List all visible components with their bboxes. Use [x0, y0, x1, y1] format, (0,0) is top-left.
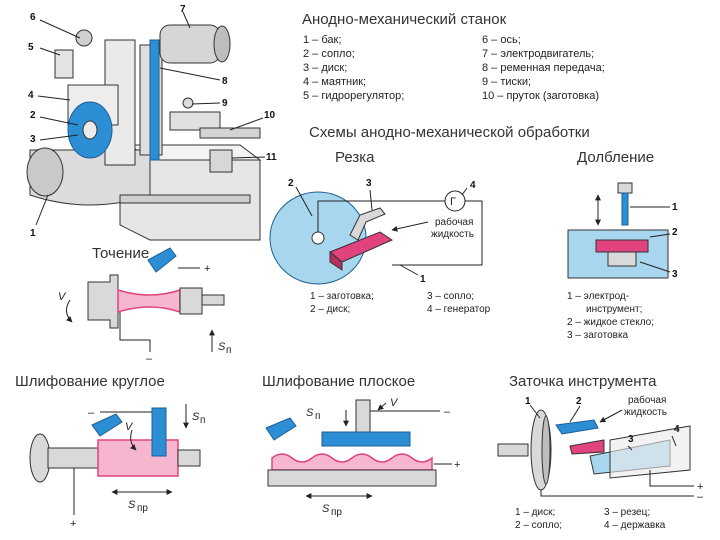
legend-item: 3 – диск; [303, 62, 347, 74]
machine-illustration [26, 11, 266, 241]
legend-item: 1 – диск; [515, 507, 555, 518]
legend-item: инструмент; [586, 304, 642, 315]
sharpening-num-4: 4 [674, 424, 680, 435]
turning-scheme: V + – S п [58, 247, 231, 365]
legend-item: 2 – диск; [310, 304, 350, 315]
machine-callout-7: 7 [180, 4, 186, 15]
flat-grinding-scheme: S п V – + S пр [265, 397, 460, 518]
legend-item: 3 – сопло; [427, 291, 474, 302]
legend-item: 4 – державка [604, 520, 666, 531]
round-grinding-feed-top: S [192, 411, 200, 423]
legend-item: 1 – бак; [303, 34, 341, 46]
turning-title: Точение [92, 245, 149, 262]
legend-item: 9 – тиски; [482, 76, 531, 88]
legend-item: 1 – заготовка; [310, 291, 374, 302]
turning-v: V [58, 291, 67, 303]
schemes-title: Схемы анодно-механической обработки [309, 124, 590, 141]
machine-legend: 1 – бак; 2 – сопло; 3 – диск; 4 – маятни… [303, 34, 605, 102]
sharpening-plus: + [697, 481, 703, 493]
cutting-scheme: Г рабочая жидкость 2 3 1 4 [269, 178, 483, 285]
sharpening-fluid-label: жидкость [624, 407, 667, 418]
machine-title: Анодно-механический станок [302, 11, 507, 28]
sharpening-num-1: 1 [525, 396, 531, 407]
chiseling-num-2: 2 [672, 227, 678, 238]
flat-grinding-feed-top: S [306, 407, 314, 419]
legend-item: 1 – электрод- [567, 291, 629, 302]
cutting-num-4: 4 [470, 180, 476, 191]
cutting-legend: 1 – заготовка; 3 – сопло; 2 – диск; 4 – … [310, 291, 491, 315]
cutting-num-3: 3 [366, 178, 372, 189]
round-grinding-v: V [125, 421, 134, 433]
round-grinding-feed-bottom: S [128, 499, 136, 511]
machine-callout-9: 9 [222, 98, 228, 109]
machine-callout-2: 2 [30, 110, 36, 121]
legend-item: 7 – электродвигатель; [482, 48, 594, 60]
legend-item: 8 – ременная передача; [482, 62, 605, 74]
chiseling-legend: 1 – электрод- инструмент; 2 – жидкое сте… [567, 291, 654, 341]
legend-item: 10 – пруток (заготовка) [482, 90, 599, 102]
chiseling-title: Долбление [577, 149, 654, 166]
machine-callout-6: 6 [30, 12, 36, 23]
machine-callout-1: 1 [30, 228, 36, 239]
cutting-num-1: 1 [420, 274, 426, 285]
machine-callout-3: 3 [30, 134, 36, 145]
flat-grinding-feed-bottom-sub: пр [331, 507, 342, 518]
machine-callout-11: 11 [266, 152, 277, 163]
turning-minus: – [146, 353, 153, 365]
legend-item: 6 – ось; [482, 34, 521, 46]
round-grinding-feed-top-sub: п [200, 415, 205, 426]
round-grinding-feed-bottom-sub: пр [137, 503, 148, 514]
chiseling-num-3: 3 [672, 269, 678, 280]
cutting-fluid-label: рабочая [435, 216, 473, 228]
machine-callout-4: 4 [28, 90, 34, 101]
legend-item: 4 – маятник; [303, 76, 366, 88]
flat-grinding-title: Шлифование плоское [262, 373, 415, 390]
cutting-fluid-label: жидкость [431, 229, 474, 240]
turning-feed-sub: п [226, 345, 231, 356]
sharpening-num-3: 3 [628, 434, 634, 445]
machine-callout-8: 8 [222, 76, 228, 87]
sharpening-fluid-label: рабочая [628, 394, 666, 406]
cutting-num-2: 2 [288, 178, 294, 189]
cutting-title: Резка [335, 149, 375, 166]
legend-item: 2 – сопло; [303, 48, 355, 60]
chiseling-scheme: 1 2 3 [567, 182, 678, 280]
flat-grinding-feed-bottom: S [322, 503, 330, 515]
generator-symbol: Г [450, 196, 456, 208]
machine-callouts: 6 5 4 2 3 1 7 8 9 10 11 [28, 4, 277, 239]
legend-item: 5 – гидрорегулятор; [303, 90, 404, 102]
turning-plus: + [204, 263, 210, 275]
sharpening-scheme: рабочая жидкость 1 2 3 4 – + [497, 394, 704, 503]
turning-feed: S [218, 341, 226, 353]
legend-item: 3 – заготовка [567, 330, 629, 341]
round-grinding-title: Шлифование круглое [15, 373, 165, 390]
legend-item: 2 – жидкое стекло; [567, 317, 654, 328]
chiseling-num-1: 1 [672, 202, 678, 213]
legend-item: 4 – генератор [427, 304, 491, 315]
round-grinding-plus: + [70, 518, 76, 530]
machine-callout-5: 5 [28, 42, 34, 53]
sharpening-minus: – [697, 491, 704, 503]
sharpening-legend: 1 – диск; 3 – резец; 2 – сопло; 4 – держ… [515, 507, 666, 531]
sharpening-title: Заточка инструмента [509, 373, 657, 390]
sharpening-num-2: 2 [576, 396, 582, 407]
legend-item: 3 – резец; [604, 507, 650, 518]
flat-grinding-minus: – [444, 406, 451, 418]
round-grinding-scheme: + – V S п S пр [29, 404, 205, 530]
machine-callout-10: 10 [264, 110, 276, 121]
flat-grinding-feed-top-sub: п [315, 411, 320, 422]
legend-item: 2 – сопло; [515, 520, 562, 531]
flat-grinding-plus: + [454, 459, 460, 471]
flat-grinding-v: V [390, 397, 399, 409]
round-grinding-minus: – [88, 407, 95, 419]
